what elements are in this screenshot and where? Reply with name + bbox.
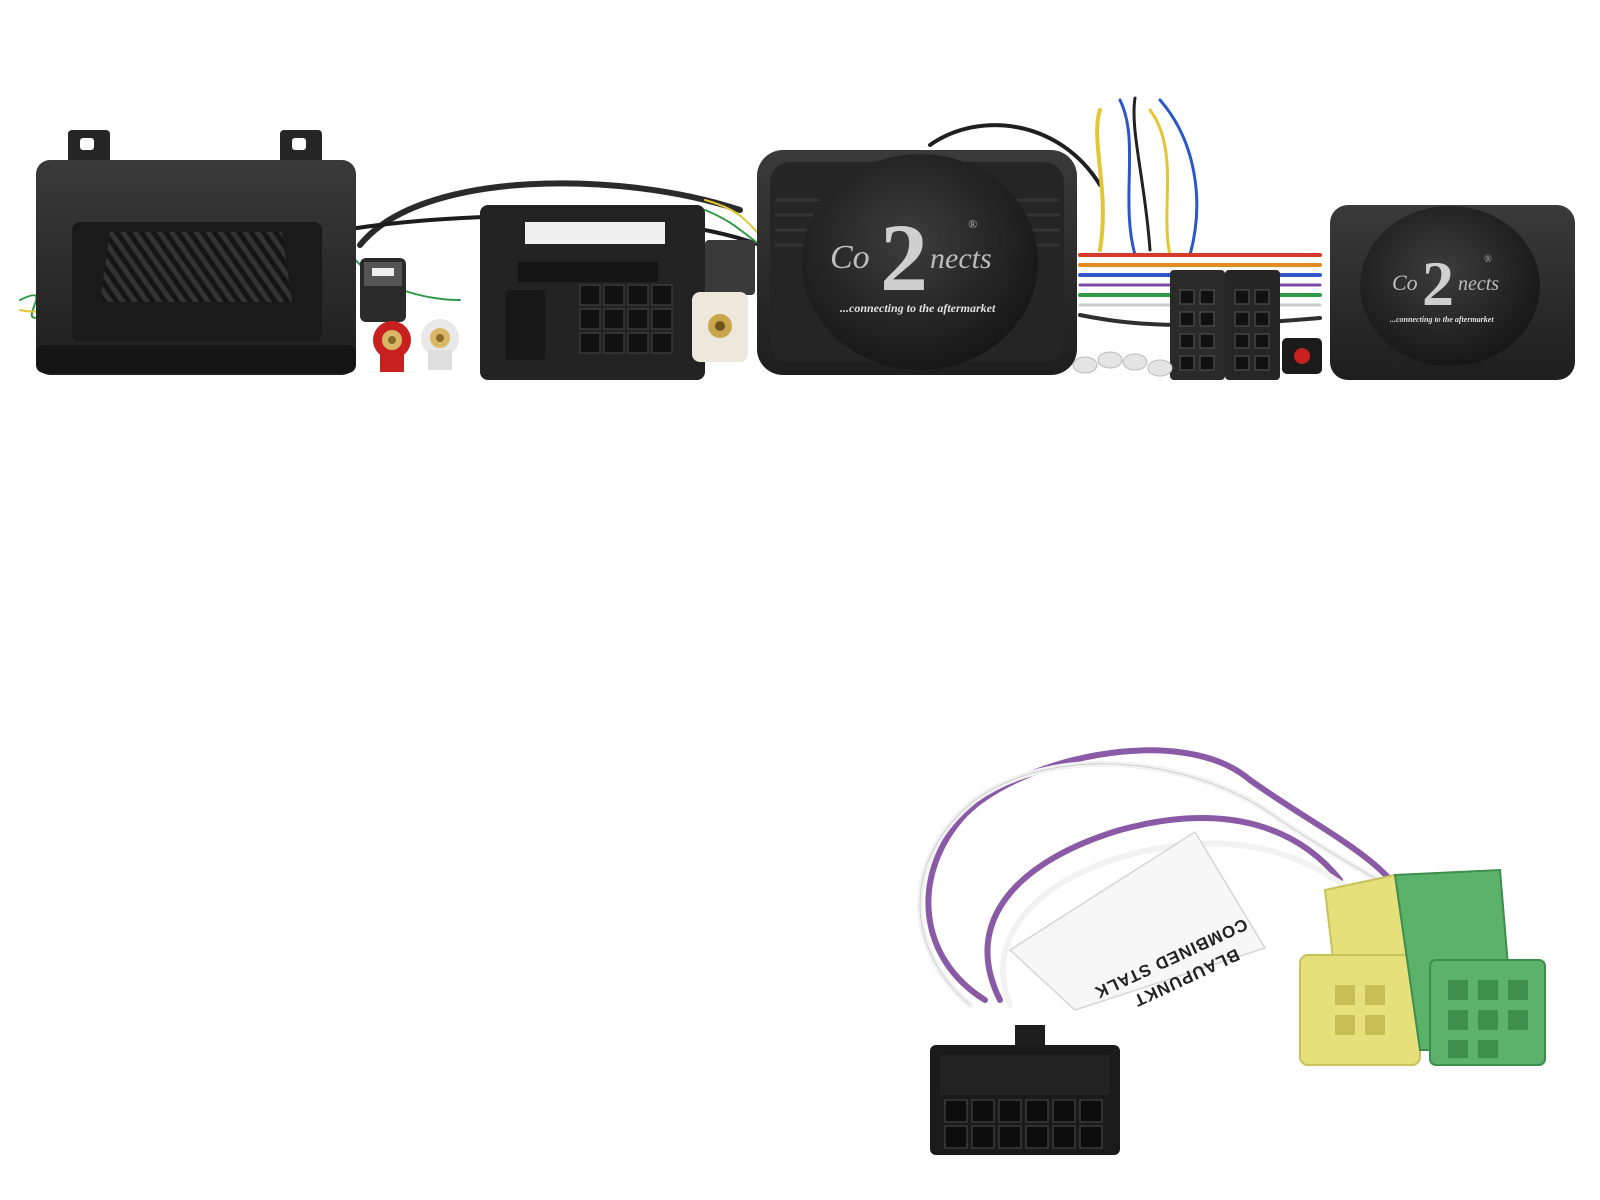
quadlock-connector: [480, 205, 705, 380]
main-control-module: Co 2 nects ® ...connecting to the afterm…: [757, 150, 1077, 375]
left-interface-box: [36, 130, 356, 375]
secondary-registered-mark: ®: [1484, 254, 1492, 265]
tagline: ...connecting to the aftermarket: [840, 301, 996, 315]
mini-iso-connectors: [1299, 868, 1546, 1066]
iso-connectors: [1072, 270, 1322, 380]
secondary-brand-prefix: Co: [1392, 270, 1418, 295]
antenna-adapter: [692, 240, 755, 362]
secondary-brand-suffix: nects: [1458, 273, 1499, 295]
brand-suffix: nects: [930, 242, 992, 275]
secondary-tagline: ...connecting to the aftermarket: [1390, 315, 1494, 324]
brand-digit: 2: [880, 204, 928, 311]
patch-lead-wires: [917, 747, 1423, 1008]
usb-and-rca-leads: [360, 258, 459, 372]
black-12-pin-connector: [930, 1025, 1120, 1155]
module-logo-disc: [802, 154, 1038, 370]
secondary-module: Co 2 nects ® ...connecting to the afterm…: [1330, 205, 1575, 380]
brand-prefix: Co: [830, 239, 870, 276]
secondary-brand-digit: 2: [1422, 248, 1454, 319]
registered-mark: ®: [968, 217, 977, 231]
